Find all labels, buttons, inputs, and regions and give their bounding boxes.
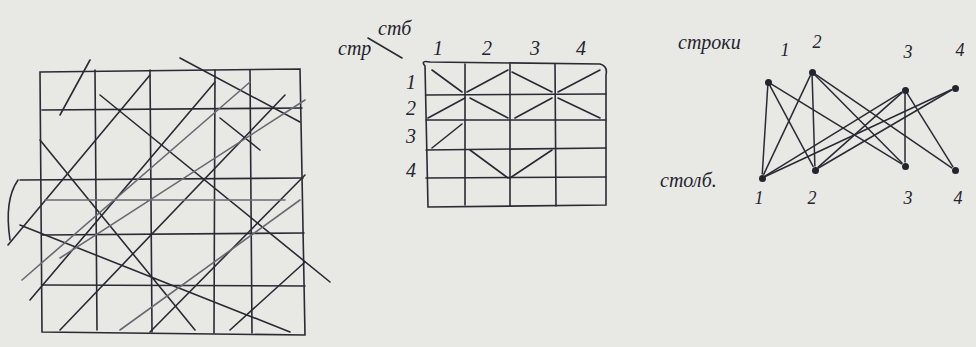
curve-stroke <box>8 180 18 240</box>
row-number: 1 <box>406 72 416 92</box>
graph-vertex: 4 <box>952 167 959 174</box>
diagonal-line <box>22 82 305 330</box>
graph-edge <box>907 93 953 167</box>
table-diagonal <box>428 70 600 178</box>
row-number: 4 <box>406 160 416 180</box>
graph-vertex: 4 <box>952 85 959 92</box>
part-label: строки <box>678 32 741 52</box>
graph-edge <box>770 85 814 167</box>
part-label: столб. <box>660 170 717 190</box>
vertex-number: 3 <box>904 43 913 61</box>
column-number: 1 <box>433 38 443 58</box>
vertex-dot <box>809 69 816 76</box>
vertex-number: 3 <box>904 189 913 207</box>
graph-vertex: 1 <box>759 175 766 182</box>
vertex-number: 2 <box>813 33 822 51</box>
vertex-dot <box>902 87 909 94</box>
graph-vertex: 3 <box>902 87 909 94</box>
vertex-dot <box>952 167 959 174</box>
graph-edge <box>765 89 952 176</box>
column-number: 4 <box>576 38 586 58</box>
graph-edge <box>765 92 902 176</box>
column-header: стб <box>378 18 411 38</box>
grid-line <box>20 108 305 286</box>
vertex-dot <box>812 167 819 174</box>
column-number: 3 <box>530 38 540 58</box>
graph-vertex: 3 <box>902 163 909 170</box>
graph-edge <box>904 94 906 163</box>
vertex-number: 1 <box>781 41 790 59</box>
vertex-number: 1 <box>755 189 764 207</box>
row-number: 3 <box>406 126 416 146</box>
graph-edge <box>818 92 903 167</box>
row-header: стр <box>338 38 371 58</box>
graph-vertex: 2 <box>812 167 819 174</box>
graph-edge <box>818 90 952 168</box>
column-number: 2 <box>482 38 492 58</box>
vertex-number: 2 <box>808 189 817 207</box>
table-outline <box>423 62 606 208</box>
vertex-number: 4 <box>954 189 963 207</box>
table-line <box>426 94 606 178</box>
diagonal-line <box>20 58 330 332</box>
vertex-number: 4 <box>956 41 965 59</box>
grid-figure <box>8 58 330 335</box>
graph-edge <box>763 75 810 175</box>
vertex-dot <box>902 163 909 170</box>
table-figure <box>368 38 606 207</box>
vertex-dot <box>952 85 959 92</box>
graph-edge <box>762 85 768 174</box>
graph-vertex: 1 <box>765 79 772 86</box>
diagonal-line <box>8 75 305 332</box>
row-number: 2 <box>406 98 416 118</box>
vertex-dot <box>765 79 772 86</box>
header-slash <box>368 38 402 58</box>
graph-vertex: 2 <box>809 69 816 76</box>
vertex-dot <box>759 175 766 182</box>
